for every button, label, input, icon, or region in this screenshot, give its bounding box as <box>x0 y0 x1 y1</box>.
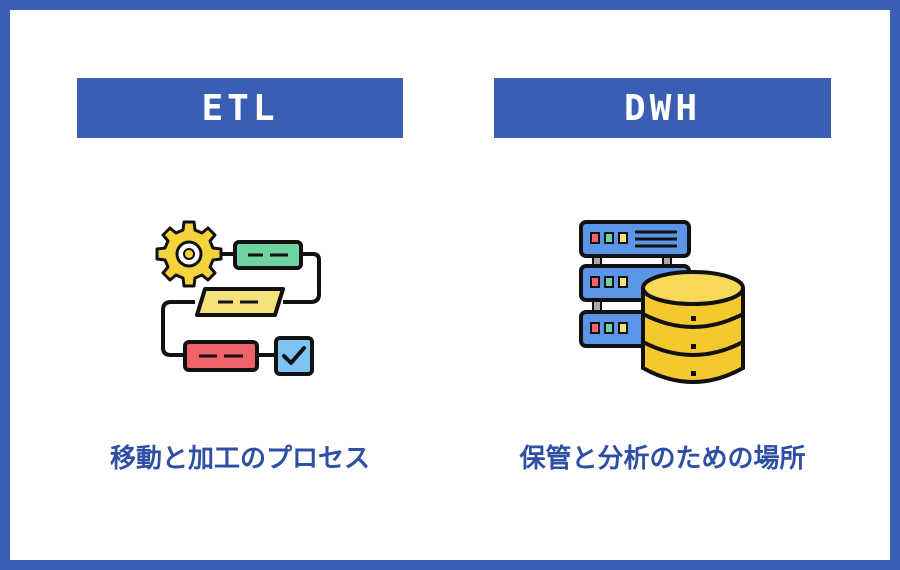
dwh-caption: 保管と分析のための場所 <box>519 444 806 474</box>
check-icon <box>274 336 314 376</box>
workflow-icon <box>155 220 321 376</box>
gear-icon <box>155 220 223 288</box>
dwh-title: DWH <box>623 87 702 129</box>
process-box-yellow <box>195 287 285 317</box>
process-box-green <box>233 240 303 270</box>
etl-panel: ETL <box>77 78 403 498</box>
etl-header: ETL <box>77 78 403 138</box>
connector-line-bottom <box>161 300 195 357</box>
connector-line-top <box>283 252 321 304</box>
etl-caption: 移動と加工のプロセス <box>109 444 370 474</box>
database-server-icon <box>578 220 745 384</box>
dwh-header: DWH <box>494 78 831 138</box>
etl-title: ETL <box>201 87 279 129</box>
process-box-red <box>183 340 259 372</box>
database-icon <box>640 270 745 384</box>
dwh-panel: DWH <box>494 78 831 498</box>
